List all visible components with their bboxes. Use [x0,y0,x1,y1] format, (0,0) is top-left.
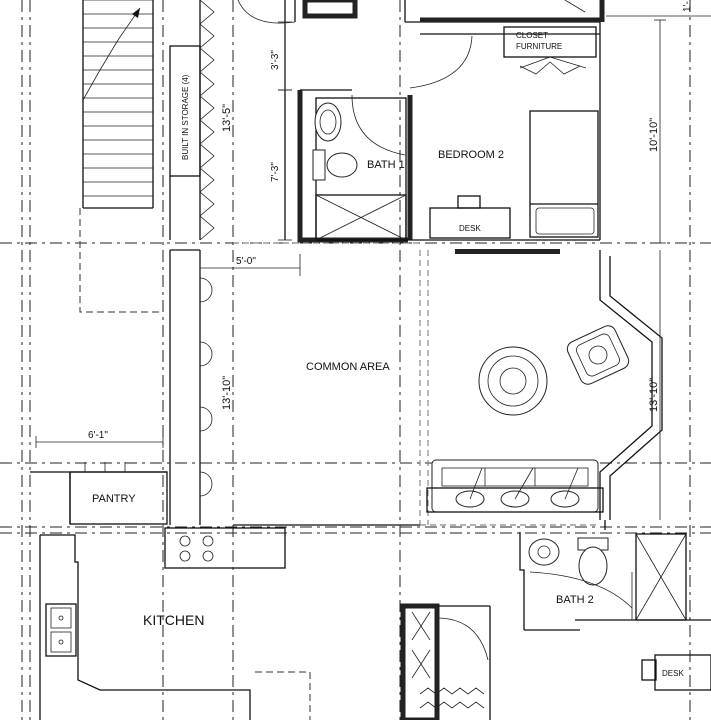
dim-6-1: 6'-1" [88,430,108,441]
built-in-storage-label: BUILT IN STORAGE (4) [181,74,190,160]
bath-1: BATH 1 [297,89,413,243]
bedroom-2: CLOSET FURNITURE DESK BEDROOM 2 [405,22,601,241]
bath-1-label: BATH 1 [367,159,405,171]
lower-closet [400,603,491,720]
dim-13-10-right: 13'-10" [648,378,660,412]
common-area-label: COMMON AREA [306,361,390,373]
built-in-storage: BUILT IN STORAGE (4) [169,0,215,241]
dim-13-10-left: 13'-10" [221,376,233,410]
pantry: PANTRY [30,462,168,525]
bath-2-label: BATH 2 [556,594,594,606]
bath-2: BATH 2 DESK [519,520,711,691]
pantry-label: PANTRY [92,493,136,505]
dim-3-3: 3'-3" [270,50,281,70]
dim-7-3: 7'-3" [270,162,281,182]
desk-lower-label: DESK [662,669,684,678]
stair [79,0,160,313]
kitchen-label: KITCHEN [143,612,204,628]
center-wall-strip [169,249,213,525]
desk-bedroom-label: DESK [459,224,481,233]
closet-label-1: CLOSET [516,31,548,40]
common-area: COMMON AREA [233,242,663,526]
dim-13-5: 13'-5" [221,104,233,132]
bedroom-2-label: BEDROOM 2 [438,149,504,161]
dimensions: 3'-3" 7'-3" 13'-5" 5'-0" 13'-10" 13'-10"… [35,1,711,520]
dim-corner: 1'- [682,1,693,12]
kitchen: KITCHEN [39,527,311,720]
closet-label-2: FURNITURE [516,42,562,51]
dim-5-0: 5'-0" [236,256,256,267]
upper-hall [237,0,605,240]
dim-10-10: 10'-10" [648,118,660,152]
